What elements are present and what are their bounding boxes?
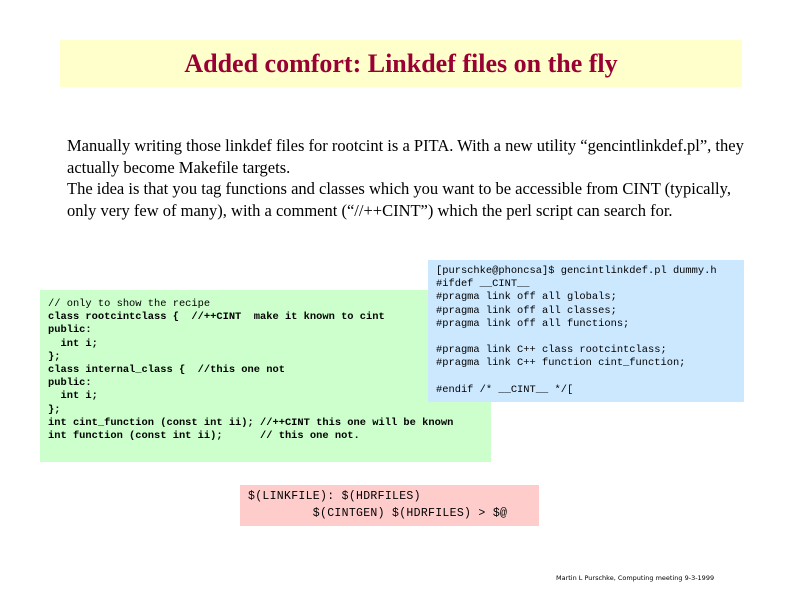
body-text: Manually writing those linkdef files for…	[67, 135, 747, 221]
source-code-line: class internal_class { //this one not	[48, 363, 285, 376]
source-code-line: // only to show the recipe	[48, 298, 211, 310]
linkdef-code-line: #pragma link off all functions;	[436, 317, 630, 330]
paragraph-utility: Manually writing those linkdef files for…	[67, 136, 744, 177]
linkdef-code-line: #pragma link C++ class rootcintclass;	[436, 344, 667, 357]
paragraph-idea: The idea is that you tag functions and c…	[67, 179, 731, 220]
source-code-line: int function (const int ii); // this one…	[48, 429, 360, 442]
linkdef-code-line: #pragma link C++ function cint_function;	[436, 357, 686, 370]
makefile-code-line: $(LINKFILE): $(HDRFILES)	[248, 490, 421, 503]
source-code-line: int cint_function (const int ii); //++CI…	[48, 416, 454, 429]
slide-title: Added comfort: Linkdef files on the fly	[184, 48, 618, 78]
source-code-line: };	[48, 403, 61, 416]
footer-credit: Martin L Purschke, Computing meeting 9-3…	[556, 574, 715, 582]
makefile-code-line: $(CINTGEN) $(HDRFILES) > $@	[248, 506, 508, 520]
linkdef-output-box: [purschke@phoncsa]$ gencintlinkdef.pl du…	[428, 260, 744, 402]
linkdef-code-line: #endif /* __CINT__ */[	[436, 383, 574, 396]
source-code-line: int i;	[48, 337, 98, 350]
makefile-rule-code: $(LINKFILE): $(HDRFILES) $(CINTGEN) $(HD…	[248, 490, 539, 523]
makefile-rule-box: $(LINKFILE): $(HDRFILES) $(CINTGEN) $(HD…	[240, 485, 539, 526]
source-code-line: public:	[48, 377, 92, 390]
linkdef-output-code: [purschke@phoncsa]$ gencintlinkdef.pl du…	[436, 265, 744, 397]
linkdef-code-line	[436, 331, 744, 344]
source-code-line: public:	[48, 324, 92, 337]
linkdef-code-line: #pragma link off all classes;	[436, 304, 617, 317]
source-code-line: class rootcintclass { //++CINT make it k…	[48, 311, 385, 324]
linkdef-code-line: #pragma link off all globals;	[436, 291, 617, 304]
linkdef-code-line: [purschke@phoncsa]$ gencintlinkdef.pl du…	[436, 265, 717, 277]
slide-title-bar: Added comfort: Linkdef files on the fly	[60, 40, 742, 87]
linkdef-code-line	[436, 371, 744, 384]
linkdef-code-line: #ifdef __CINT__	[436, 278, 530, 291]
source-code-line: };	[48, 350, 61, 363]
source-code-line: int i;	[48, 390, 98, 403]
